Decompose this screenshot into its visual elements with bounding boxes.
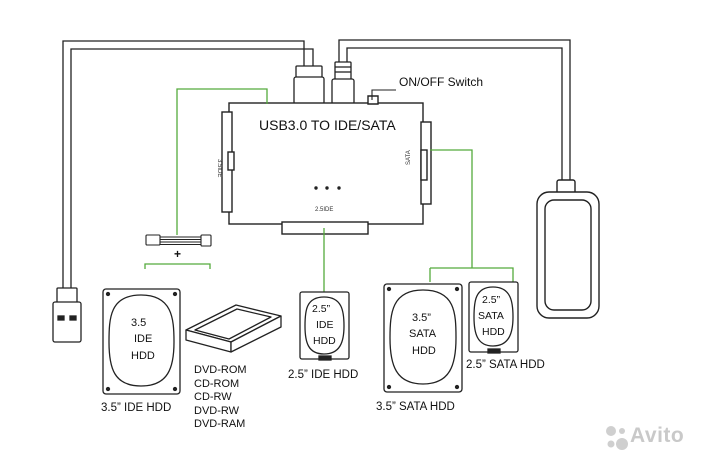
port-label-left: 3.5IDE	[216, 159, 222, 178]
power-plus-sign: +	[174, 247, 182, 261]
optical-item: CD-ROM	[194, 377, 240, 390]
adapter-body	[221, 95, 432, 235]
optical-item: DVD-RAM	[194, 418, 246, 431]
switch-pointer	[371, 89, 396, 100]
avito-logo-icon	[606, 426, 628, 450]
led-dots	[314, 186, 341, 190]
optical-item: CD-RW	[194, 391, 232, 404]
switch-label: ON/OFF Switch	[399, 75, 484, 89]
sata35-type: SATA	[409, 328, 437, 340]
molex-cable-icon	[145, 234, 212, 247]
sata35-unit: HDD	[412, 345, 436, 357]
ide35-caption: 3.5” IDE HDD	[101, 402, 172, 414]
ide25-size: 2.5”	[312, 303, 331, 315]
usb-connector-icon	[293, 65, 325, 105]
ide35-size: 3.5	[131, 317, 147, 329]
power-adapter-icon	[536, 179, 600, 319]
port-label-bottom: 2.5IDE	[315, 207, 334, 213]
ide25-unit: HDD	[313, 335, 336, 347]
sata25-caption: 2.5” SATA HDD	[466, 359, 545, 371]
ide35-type: IDE	[134, 333, 153, 345]
ide35-hdd-icon	[102, 288, 181, 395]
ide35-unit: HDD	[131, 350, 155, 362]
optical-drive-icon	[185, 304, 282, 353]
dc-jack-icon	[331, 61, 355, 105]
sata25-unit: HDD	[482, 326, 505, 338]
ide25-hdd-icon	[299, 291, 350, 361]
watermark: Avito	[630, 424, 685, 447]
sata25-hdd-icon	[468, 281, 519, 354]
optical-item: DVD-ROM	[194, 364, 247, 376]
connection-lines	[144, 88, 514, 294]
optical-drive-list: DVD-ROM CD-ROM CD-RW DVD-RW DVD-RAM	[194, 364, 247, 432]
sata35-caption: 3.5” SATA HDD	[376, 401, 455, 413]
sata25-type: SATA	[478, 310, 504, 322]
ide25-caption: 2.5” IDE HDD	[288, 369, 359, 381]
sata35-size: 3.5”	[412, 312, 431, 324]
power-cable	[338, 39, 571, 186]
sata35-hdd-icon	[383, 283, 463, 393]
usb-plug-icon	[52, 287, 82, 343]
sata25-size: 2.5”	[482, 294, 501, 306]
adapter-title: USB3.0 TO IDE/SATA	[259, 117, 396, 133]
port-label-right: SATA	[406, 150, 412, 165]
ide25-type: IDE	[316, 319, 334, 331]
optical-item: DVD-RW	[194, 404, 240, 417]
usb-cable	[62, 40, 314, 292]
